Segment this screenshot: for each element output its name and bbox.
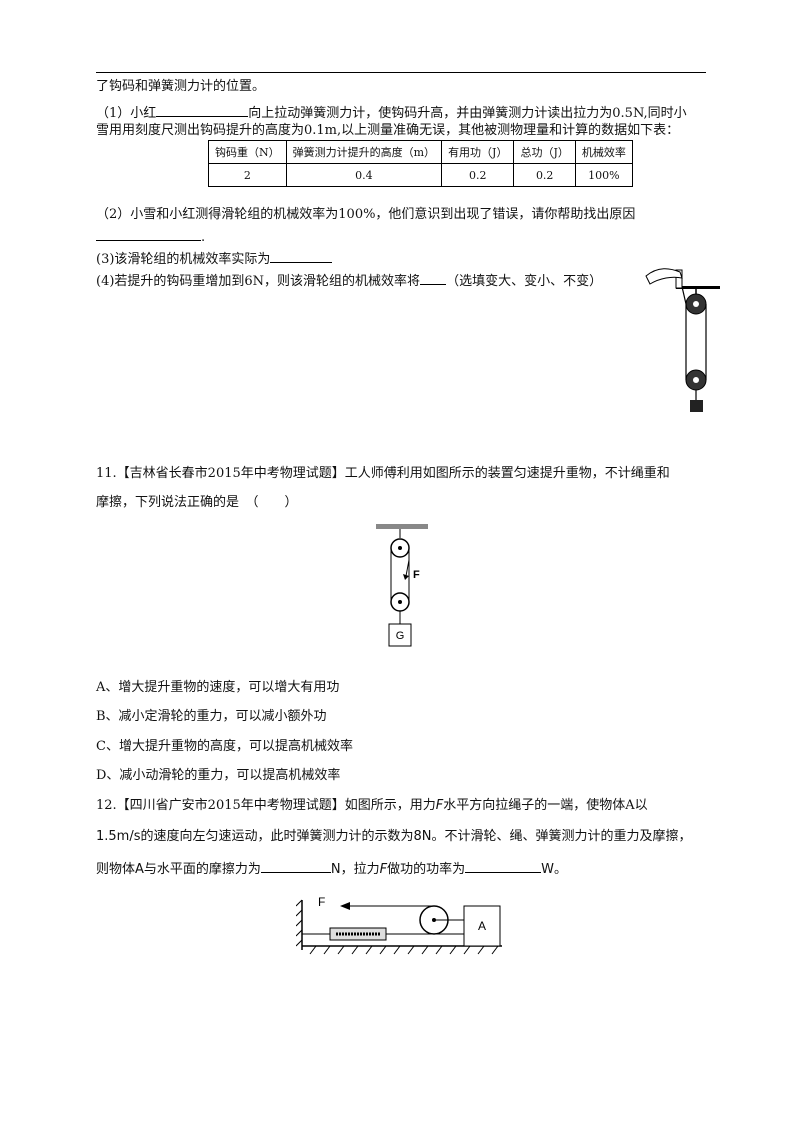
q2-end: . (201, 230, 206, 245)
hand-pulley-figure (645, 268, 720, 412)
table-row: 2 0.4 0.2 0.2 100% (208, 163, 633, 187)
table-cell: 0.2 (441, 163, 515, 187)
q1-text-a: （1）小红 (96, 106, 157, 121)
option-a[interactable]: A、增大提升重物的速度，可以增大有用功 (96, 680, 340, 695)
hook-weight (690, 400, 703, 412)
question-12-line-2: 1.5m/s的速度向左匀速运动，此时弹簧测力计的示数为8N。不计滑轮、绳、弹簧测… (96, 829, 692, 844)
ceiling (376, 524, 428, 529)
block-a (463, 905, 501, 947)
question-2-answer-line: . (96, 226, 205, 247)
table-header-cell: 钩码重（N） (208, 140, 287, 164)
block-a-label: A (478, 919, 486, 933)
table-cell: 0.4 (285, 163, 443, 187)
q4-text-b: （选填变大、变小、不变） (446, 274, 603, 289)
table-header-cell: 机械效率 (574, 140, 633, 164)
pulley-g-figure: F G (376, 524, 428, 647)
q12-text-e: 做功的功率为 (387, 862, 466, 877)
ceiling-beam (676, 286, 720, 289)
q12-text-f: W。 (541, 862, 567, 877)
header-rule (96, 72, 706, 73)
question-4-line: (4)若提升的钩码重增加到6N，则该滑轮组的机械效率将 （选填变大、变小、不变） (96, 270, 602, 291)
option-b[interactable]: B、减小定滑轮的重力，可以减小额外功 (96, 709, 327, 724)
friction-blank[interactable] (260, 858, 331, 873)
power-blank[interactable] (465, 858, 542, 873)
question-2-line: （2）小雪和小红测得滑轮组的机械效率为100%，他们意识到出现了错误，请你帮助找… (96, 207, 636, 222)
table-header-row: 钩码重（N） 弹簧测力计提升的高度（m） 有用功（J） 总功（J） 机械效率 (208, 140, 633, 164)
table-header-cell: 有用功（J） (441, 140, 515, 164)
option-c[interactable]: C、增大提升重物的高度，可以提高机械效率 (96, 739, 353, 754)
q4-blank[interactable] (420, 270, 447, 285)
question-11-line-1: 11.【吉林省长春市2015年中考物理试题】工人师傅利用如图所示的装置匀速提升重… (96, 466, 670, 481)
q1-text-b: 向上拉动弹簧测力计，使钩码升高，并由弹簧测力计读出拉力为0.5N,同时小 (248, 106, 687, 121)
q12-text-b: 水平方向拉绳子的一端，使物体A以 (443, 798, 648, 813)
intro-text: 了钩码和弹簧测力计的位置。 (96, 79, 266, 94)
q12-force-symbol-2: F (379, 862, 388, 877)
q4-text-a: (4)若提升的钩码重增加到6N，则该滑轮组的机械效率将 (96, 274, 421, 289)
weight-box (388, 623, 412, 647)
q3-blank[interactable] (270, 248, 333, 263)
question-12-line-3: 则物体A与水平面的摩擦力为 N，拉力F做功的功率为 W。 (96, 858, 567, 879)
hand (645, 268, 683, 285)
q12-text-c: 则物体A与水平面的摩擦力为 (96, 862, 261, 877)
force-label: F (413, 569, 420, 581)
q12-text-d: N，拉力 (330, 862, 380, 877)
table-cell: 100% (574, 163, 633, 187)
force-label: F (318, 895, 325, 909)
weight-label: G (396, 630, 405, 642)
table-cell: 2 (208, 163, 287, 187)
q12-force-symbol: F (435, 798, 444, 813)
question-1-line-2: 雪用用刻度尺测出钩码提升的高度为0.1m,以上测量准确无误，其他被测物理量和计算… (96, 123, 680, 138)
q2-blank[interactable] (96, 226, 201, 241)
question-11-line-2: 摩擦，下列说法正确的是 （ ） (96, 495, 298, 510)
q3-text: (3)该滑轮组的机械效率实际为 (96, 252, 271, 267)
question-12-line-1: 12.【四川省广安市2015年中考物理试题】如图所示，用力F水平方向拉绳子的一端… (96, 797, 648, 815)
table-header-cell: 弹簧测力计提升的高度（m） (285, 140, 443, 164)
q1-blank[interactable] (156, 102, 249, 117)
force-arrow (405, 559, 410, 577)
table-header-cell: 总功（J） (513, 140, 576, 164)
question-3-line: (3)该滑轮组的机械效率实际为 (96, 248, 333, 269)
question-1-line-1: （1）小红 向上拉动弹簧测力计，使钩码升高，并由弹簧测力计读出拉力为0.5N,同时… (96, 102, 687, 123)
table-cell: 0.2 (513, 163, 576, 187)
spring-scale (675, 269, 683, 289)
measurement-table: 钩码重（N） 弹簧测力计提升的高度（m） 有用功（J） 总功（J） 机械效率 2… (208, 140, 633, 187)
q12-text-a: 12.【四川省广安市2015年中考物理试题】如图所示，用力 (96, 798, 436, 813)
horizontal-pulley-figure: F A (296, 895, 502, 955)
option-d[interactable]: D、减小动滑轮的重力，可以提高机械效率 (96, 768, 341, 783)
